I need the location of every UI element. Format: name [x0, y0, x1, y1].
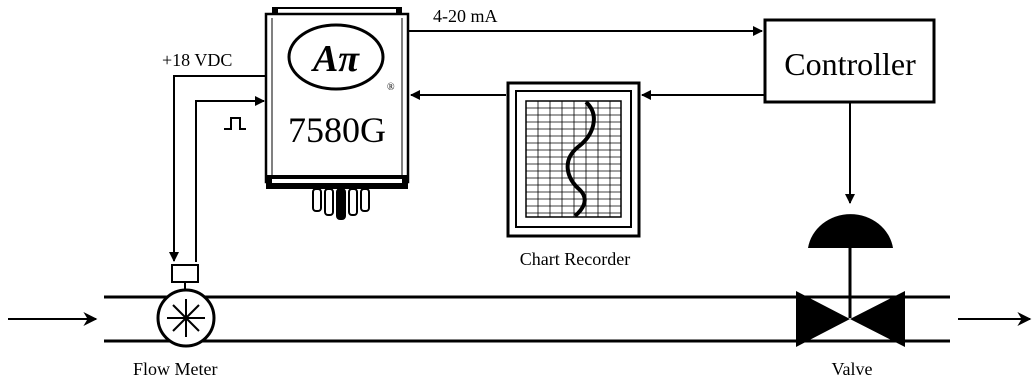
- actuator-icon: [808, 214, 893, 318]
- device-model: 7580G: [288, 110, 386, 150]
- registered-mark: ®: [387, 82, 395, 93]
- chart-recorder-label: Chart Recorder: [520, 249, 630, 269]
- logo-oval: [287, 23, 385, 91]
- recorder-grid: [526, 101, 621, 217]
- device-pins: [312, 188, 370, 220]
- pulse-icon: [224, 117, 246, 130]
- valve-icon: [796, 291, 905, 347]
- power-label: +18 VDC: [162, 50, 232, 70]
- controller-label: Controller: [784, 46, 916, 82]
- valve-label: Valve: [832, 359, 873, 379]
- flow-meter-label: Flow Meter: [133, 359, 218, 379]
- controller-box: [763, 18, 936, 104]
- chart-recorder: [506, 81, 641, 238]
- pipe: [104, 295, 950, 343]
- pulse-wire: [195, 96, 265, 262]
- device-7580g: Aπ ® 7580G: [264, 7, 410, 220]
- power-wire: [169, 75, 265, 262]
- signal-out-label: 4-20 mA: [433, 6, 498, 26]
- device-logo: Aπ: [311, 38, 360, 80]
- recorder-trace: [565, 100, 596, 218]
- flow-meter-icon: [156, 264, 216, 348]
